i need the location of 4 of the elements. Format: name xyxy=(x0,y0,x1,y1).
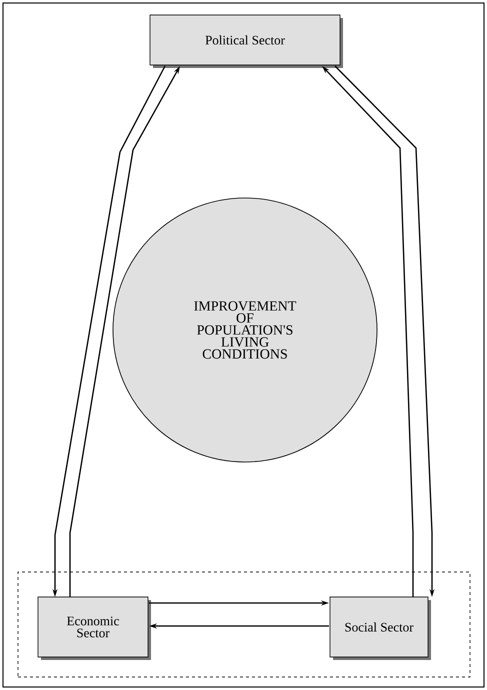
group-box xyxy=(18,572,470,678)
sector-box: Political Sector xyxy=(150,14,343,68)
sector-box: Social Sector xyxy=(330,596,431,660)
sector-box: Economic Sector xyxy=(38,596,151,660)
